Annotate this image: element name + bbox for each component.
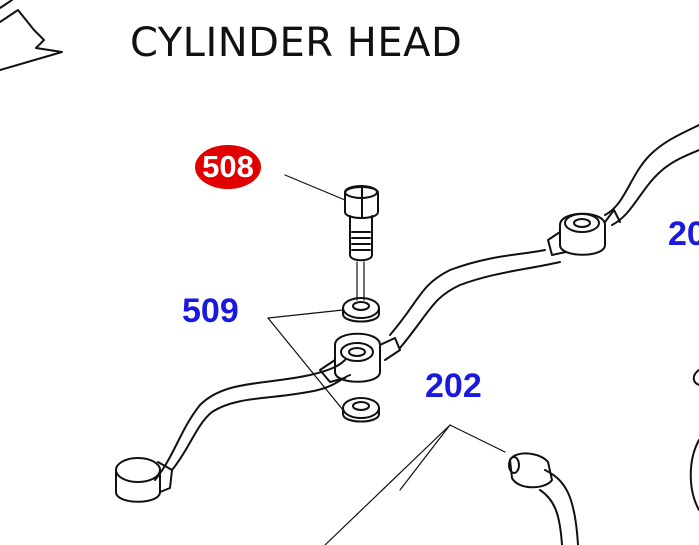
diagram-title: CYLINDER HEAD xyxy=(130,20,463,66)
fuel-pipe-main xyxy=(154,124,699,481)
callout-label-509: 509 xyxy=(182,292,239,330)
bolt-part xyxy=(344,185,379,301)
banjo-fitting-center xyxy=(319,332,401,383)
callout-label-202: 202 xyxy=(425,367,482,405)
cylinder-head-outline xyxy=(0,0,63,71)
pipe-end-fitting-left xyxy=(115,457,173,503)
callout-badge-508: 508 xyxy=(195,145,261,189)
banjo-fitting-right xyxy=(547,209,621,256)
washer-upper xyxy=(342,297,380,323)
callout-label-edge: 20 xyxy=(668,215,699,253)
washer-lower xyxy=(342,397,380,423)
callout-label-508: 508 xyxy=(202,149,254,184)
leader-lines xyxy=(267,174,506,545)
fuel-pipe-secondary xyxy=(508,369,699,545)
